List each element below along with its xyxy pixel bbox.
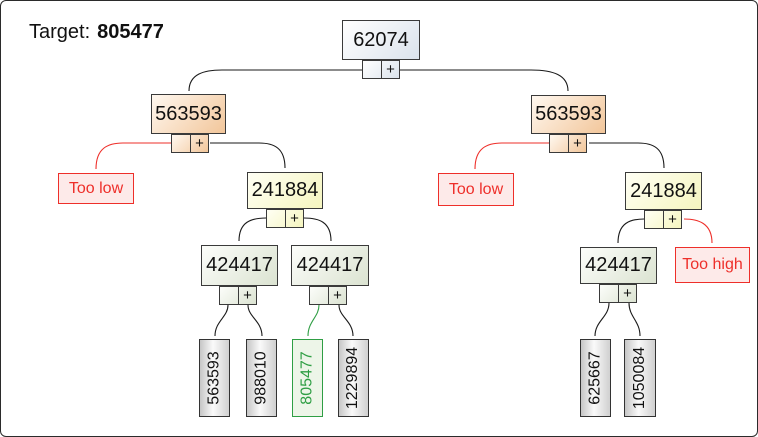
badge-too-low-right: Too low [438,173,514,206]
leaf-r1: 625667 [580,339,611,417]
node-right-grandchild-port-plus: + [663,211,681,228]
node-root-ports: + [362,60,400,79]
edge-left-grandchild-to-ggc-a [238,217,267,242]
node-right-child-label: 563593 [535,103,602,125]
edge-right-child-to-too-low [474,142,549,170]
leaf-l4: 1229894 [338,339,369,417]
node-left-child-ports: + [171,134,209,153]
edge-left-child-to-too-low [95,142,171,170]
leaf-r1-label: 625667 [586,351,604,405]
node-left-grandchild-port-left [267,210,285,227]
node-left-ggc-a-ports: + [219,286,257,305]
node-left-grandchild-label: 241884 [251,179,319,201]
node-right-grandchild-ports: + [644,210,682,229]
node-left-ggc-b-ports: + [309,286,347,305]
node-left-ggc-a-label: 424417 [206,254,273,276]
edge-root-to-left-child [188,69,362,92]
node-left-ggc-a-port-left [220,287,238,304]
node-right-child-ports: + [549,134,587,153]
node-root: 62074 [342,20,420,60]
node-right-grandchild: 241884 [625,172,702,210]
node-right-child: 563593 [531,95,606,134]
edge-right-grandchild-to-too-high [683,218,713,244]
edge-root-to-right-child [399,69,569,92]
badge-too-low-left-label: Too low [68,179,124,197]
node-left-ggc-a-port-plus: + [238,287,256,304]
leaf-r2: 1050084 [624,339,656,417]
edge-left-child-to-left-grandchild [210,142,286,169]
node-left-grandchild-port-plus: + [285,210,303,227]
leaf-l4-label: 1229894 [344,346,362,410]
node-left-ggc-b-label: 424417 [296,254,364,276]
node-right-ggc-label: 424417 [585,254,652,276]
badge-too-high-right-label: Too high [682,256,743,273]
leaf-l3-target-found: 805477 [292,339,323,417]
node-root-label: 62074 [353,28,409,51]
node-right-child-port-left [550,135,568,152]
node-right-ggc: 424417 [580,247,657,284]
leaf-l1: 563593 [199,339,230,417]
node-right-ggc-ports: + [599,284,637,303]
node-left-ggc-b-port-left [310,287,328,304]
leaf-l2: 988010 [246,339,277,417]
leaf-r2-label: 1050084 [631,346,649,410]
node-left-child-label: 563593 [155,102,222,125]
leaf-l2-label: 988010 [252,351,270,405]
node-left-child-port-plus: + [190,135,208,152]
node-right-ggc-port-left [600,285,618,302]
edge-ggc-a-to-leaf-1 [214,304,229,337]
badge-too-low-left: Too low [58,173,134,204]
badge-too-low-right-label: Too low [448,180,504,198]
leaf-l1-label: 563593 [205,351,223,405]
edge-right-child-to-right-grandchild [589,142,665,169]
title-value: 805477 [97,21,164,43]
edge-right-ggc-to-leaf-r2 [628,302,641,337]
node-left-child-port-left [172,135,190,152]
node-right-grandchild-label: 241884 [630,179,697,202]
edge-ggc-b-to-leaf-4 [338,304,354,337]
node-left-child: 563593 [151,94,226,134]
node-left-ggc-b: 424417 [291,245,369,286]
node-left-grandchild-ports: + [266,209,304,228]
edge-right-ggc-to-leaf-r1 [594,302,610,337]
node-root-port-left [363,61,381,78]
edge-left-grandchild-to-ggc-b [303,217,332,242]
edge-ggc-b-to-leaf-3-target [307,304,320,337]
leaf-l3-label: 805477 [298,351,316,405]
node-root-port-plus: + [381,61,399,78]
node-left-grandchild: 241884 [247,172,323,209]
node-right-ggc-port-plus: + [618,285,636,302]
title-prefix: Target: [29,21,91,43]
badge-too-high-right: Too high [675,247,750,283]
node-left-ggc-a: 424417 [201,245,278,286]
edge-ggc-a-to-leaf-2 [247,304,263,337]
node-left-ggc-b-port-plus: + [328,287,346,304]
node-right-child-port-plus: + [568,135,586,152]
node-right-grandchild-port-left [645,211,663,228]
page-title: Target: 805477 [29,21,164,44]
edge-right-grandchild-to-ggc [617,218,645,244]
